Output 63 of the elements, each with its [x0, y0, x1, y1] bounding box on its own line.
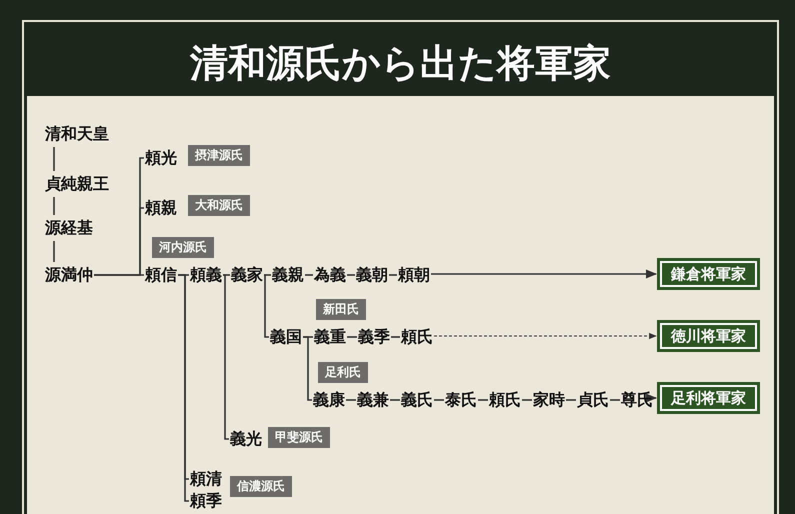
- lineage-line: [478, 399, 488, 401]
- lineage-line: [53, 241, 55, 262]
- person-name: 義兼: [357, 389, 389, 411]
- clan-tag: 河内源氏: [152, 237, 214, 258]
- person-name: 義親: [272, 264, 304, 286]
- person-name: 義季: [358, 326, 390, 348]
- shogun-house-box: 徳川将軍家: [657, 320, 760, 352]
- person-name: 頼親: [145, 197, 177, 219]
- lineage-line: [303, 336, 312, 401]
- lineage-line: [264, 274, 269, 338]
- person-name: 義氏: [401, 389, 433, 411]
- person-name: 泰氏: [445, 389, 477, 411]
- clan-tag: 大和源氏: [188, 195, 250, 216]
- lineage-line: [53, 197, 55, 215]
- clan-tag: 摂津源氏: [188, 145, 250, 166]
- person-name: 頼氏: [489, 389, 521, 411]
- person-name: 源満仲: [45, 264, 93, 286]
- person-name: 頼義: [190, 264, 222, 286]
- lineage-line: [53, 147, 55, 171]
- person-name: 家時: [533, 389, 565, 411]
- shogun-house-box: 足利将軍家: [657, 382, 760, 414]
- person-name: 頼朝: [398, 264, 430, 286]
- person-name: 源経基: [45, 217, 93, 239]
- lineage-line: [223, 274, 229, 440]
- lineage-line: [347, 274, 355, 276]
- person-name: 義光: [230, 428, 262, 450]
- person-name: 尊氏: [621, 389, 653, 411]
- lineage-line: [566, 399, 576, 401]
- lineage-line: [346, 399, 356, 401]
- person-name: 頼氏: [401, 326, 433, 348]
- person-name: 為義: [314, 264, 346, 286]
- lineage-line: [347, 336, 357, 338]
- lineage-line: [223, 274, 230, 276]
- lineage-line: [522, 399, 532, 401]
- lineage-line: [94, 274, 144, 276]
- person-name: 義重: [314, 326, 346, 348]
- person-name: 清和天皇: [45, 123, 109, 145]
- person-name: 義国: [270, 326, 302, 348]
- clan-tag: 新田氏: [316, 299, 366, 320]
- lineage-line: [610, 399, 620, 401]
- lineage-line: [389, 274, 397, 276]
- person-name: 貞氏: [577, 389, 609, 411]
- arrow: [434, 332, 657, 340]
- person-name: 頼季: [190, 490, 222, 512]
- lineage-line: [434, 399, 444, 401]
- arrow: [646, 394, 658, 402]
- arrow: [431, 270, 658, 278]
- lineage-line: [391, 336, 400, 338]
- person-name: 義朝: [356, 264, 388, 286]
- lineage-line: [264, 274, 271, 276]
- clan-tag: 足利氏: [318, 362, 368, 383]
- title-text: 清和源氏から出た将軍家: [188, 40, 612, 87]
- person-name: 頼信: [145, 264, 177, 286]
- lineage-line: [390, 399, 400, 401]
- lineage-line: [305, 274, 313, 276]
- person-name: 貞純親王: [45, 173, 109, 195]
- person-name: 義家: [231, 264, 263, 286]
- person-name: 頼光: [145, 147, 177, 169]
- clan-tag: 信濃源氏: [230, 476, 292, 497]
- clan-tag: 甲斐源氏: [268, 427, 330, 448]
- shogun-house-box: 鎌倉将軍家: [657, 258, 760, 290]
- person-name: 義康: [313, 389, 345, 411]
- person-name: 頼清: [190, 468, 222, 490]
